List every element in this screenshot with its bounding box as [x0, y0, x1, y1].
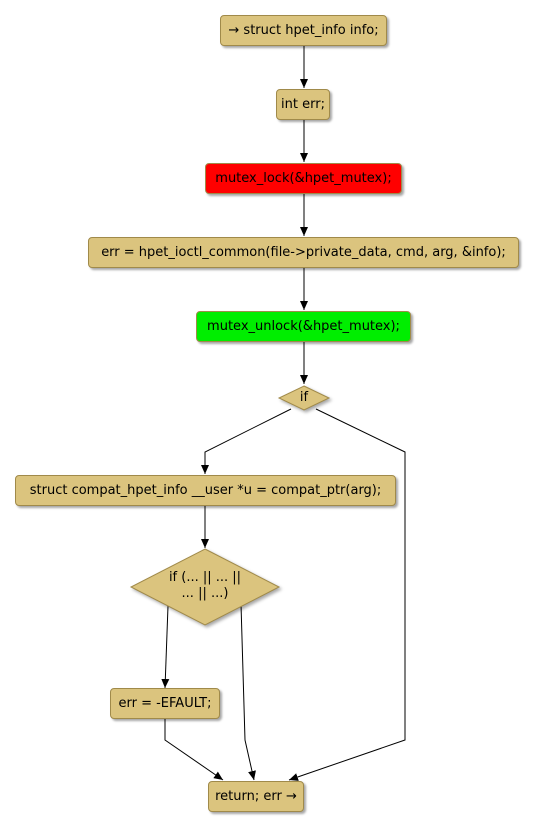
decision-if-label: if — [299, 390, 309, 405]
node-return: return; err → — [208, 781, 304, 812]
node-mutex-unlock: mutex_unlock(&hpet_mutex); — [196, 311, 411, 342]
node-mutex-lock: mutex_lock(&hpet_mutex); — [205, 163, 402, 194]
edge-d1-n8 — [288, 408, 406, 781]
node-efault: err = -EFAULT; — [110, 688, 220, 719]
edge-n7-n8 — [164, 718, 224, 781]
node-ioctl-common: err = hpet_ioctl_common(file->private_da… — [88, 237, 519, 268]
node-declare-err: int err; — [276, 89, 330, 120]
edge-d2-n8 — [240, 603, 256, 781]
edge-d1-n6 — [201, 408, 292, 474]
decision-condition — [129, 548, 281, 626]
decision-if — [277, 385, 331, 411]
node-declare-info: → struct hpet_info info; — [220, 15, 387, 46]
edge-d2-n7 — [161, 605, 170, 689]
decision-condition-label: if (... || ... || ... || ...) — [168, 570, 242, 601]
node-compat-ptr: struct compat_hpet_info __user *u = comp… — [15, 475, 396, 506]
